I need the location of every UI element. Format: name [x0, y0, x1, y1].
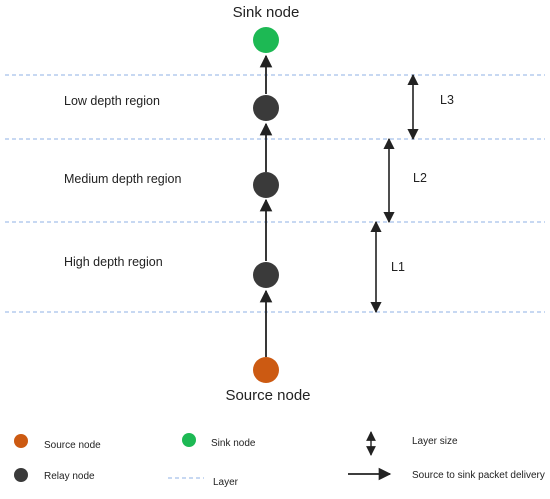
legend-relay-node-label: Relay node — [44, 471, 95, 482]
sink-node-label: Sink node — [233, 4, 300, 21]
layer-size-label-l2: L2 — [413, 171, 427, 185]
legend-layer-size-label: Layer size — [412, 436, 458, 447]
legend: Source node Relay node Sink node Layer L… — [14, 431, 545, 488]
region-label-low-depth: Low depth region — [64, 94, 160, 108]
legend-source-node-label: Source node — [44, 440, 101, 451]
layer-size-label-l1: L1 — [391, 260, 405, 274]
legend-layer-label: Layer — [213, 477, 239, 488]
relay-node — [253, 95, 279, 121]
legend-source-node-icon — [14, 434, 28, 448]
legend-sink-node-label: Sink node — [211, 438, 256, 449]
source-node — [253, 357, 279, 383]
layer-size-label-l3: L3 — [440, 93, 454, 107]
sink-node — [253, 27, 279, 53]
region-label-high-depth: High depth region — [64, 255, 163, 269]
relay-node — [253, 172, 279, 198]
legend-sink-node-icon — [182, 433, 196, 447]
legend-relay-node-icon — [14, 468, 28, 482]
region-label-medium-depth: Medium depth region — [64, 172, 181, 186]
legend-delivery-label: Source to sink packet delivery — [412, 470, 545, 481]
relay-node — [253, 262, 279, 288]
source-node-label: Source node — [225, 387, 310, 404]
